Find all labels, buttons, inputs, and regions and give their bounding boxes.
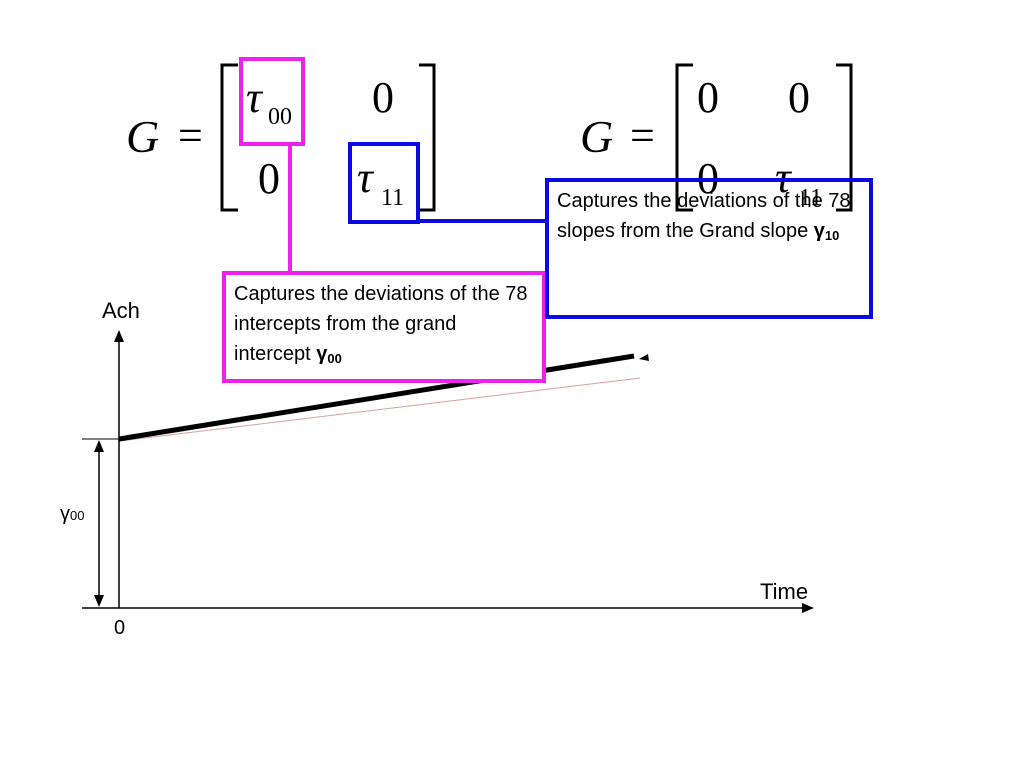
grand-regression-line <box>118 353 635 442</box>
slopes-callout: Captures the deviations of the 78 slopes… <box>545 178 873 319</box>
gamma00-arrow-top <box>94 440 104 452</box>
y-axis-arrowhead <box>114 330 124 342</box>
origin-label: 0 <box>114 617 126 639</box>
left-matrix-equals: = <box>178 111 203 160</box>
left-matrix-r1c0: 0 <box>258 154 280 203</box>
right-matrix-r0c0: 0 <box>697 73 719 122</box>
right-matrix-tau11-subscript: 11 <box>799 185 822 211</box>
line-end-marker <box>639 354 649 361</box>
intercepts-callout: Captures the deviations of the 78 interc… <box>222 271 546 383</box>
right-matrix-r0c1: 0 <box>788 73 810 122</box>
tau00-highlight-box <box>239 57 305 146</box>
intercept-gamma-subscript: 00 <box>70 508 85 523</box>
individual-regression-line <box>119 377 641 442</box>
y-axis-label: Ach <box>102 298 140 323</box>
left-matrix-close-bracket <box>419 63 436 212</box>
right-matrix-lhs: G <box>580 111 613 162</box>
slopes-callout-text: Captures the deviations of the 78 slopes… <box>557 190 851 242</box>
gamma00-arrow-bottom <box>94 595 104 607</box>
left-matrix-tau11-subscript: 11 <box>381 185 404 211</box>
left-matrix-tau00-subscript: 00 <box>268 104 292 130</box>
intercepts-callout-text: Captures the deviations of the 78 interc… <box>234 283 528 365</box>
intercepts-callout-gamma-subscript: 00 <box>327 351 342 366</box>
x-axis-arrowhead <box>802 603 814 613</box>
intercepts-callout-gamma: γ <box>316 343 328 365</box>
right-matrix-tau11-symbol: τ <box>775 153 793 202</box>
intercept-gamma-label: γ00 <box>60 503 84 526</box>
left-matrix-open-bracket <box>220 63 238 212</box>
right-matrix-open-bracket <box>675 63 693 212</box>
slopes-callout-gamma-subscript: 10 <box>824 228 840 243</box>
slopes-callout-gamma: γ <box>813 220 825 242</box>
tau11-highlight-box <box>348 142 420 224</box>
right-matrix-close-bracket <box>836 63 853 212</box>
left-matrix-lhs: G <box>126 111 159 162</box>
left-matrix-tau11-symbol: τ <box>357 153 375 202</box>
left-matrix-r0c1: 0 <box>372 73 394 122</box>
intercept-gamma-symbol: γ <box>60 503 70 525</box>
right-matrix-equals: = <box>630 111 655 160</box>
x-axis-label: Time <box>760 579 809 604</box>
left-matrix-tau00-symbol: τ <box>246 73 264 122</box>
